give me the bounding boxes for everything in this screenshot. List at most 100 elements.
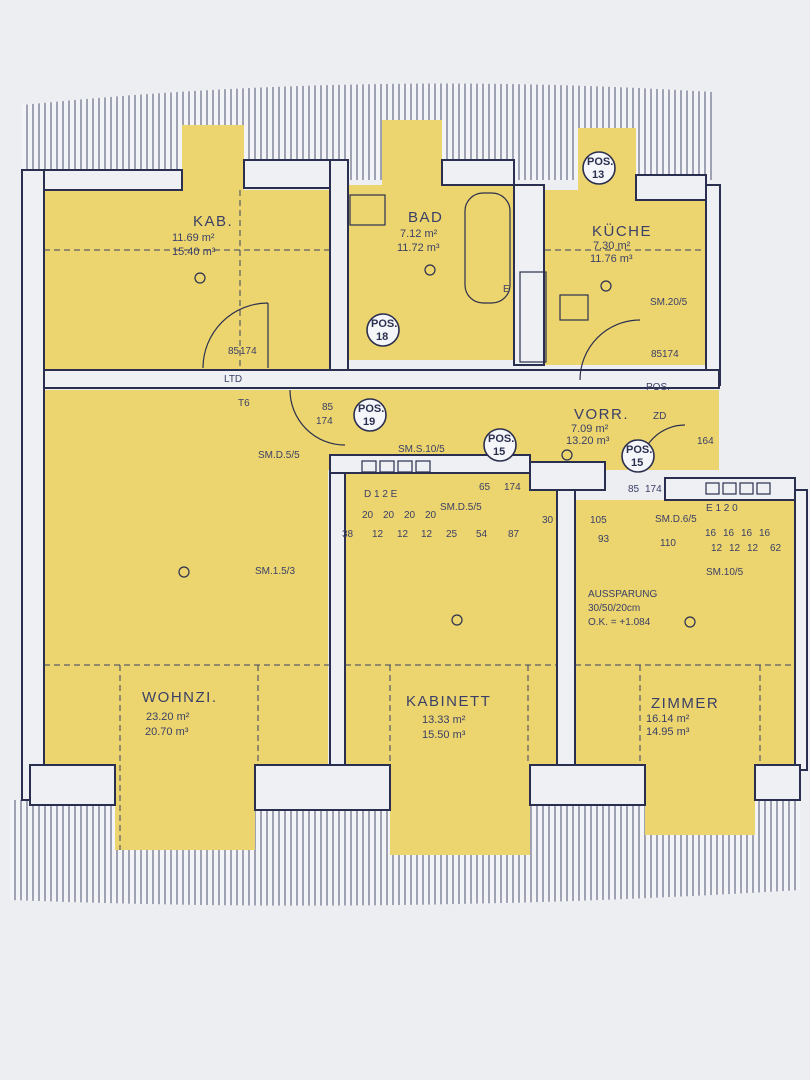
- dim-12: 12: [729, 543, 741, 554]
- dim-16: 16: [759, 528, 771, 539]
- dim-20: 20: [425, 510, 437, 521]
- dim-16: 16: [741, 528, 753, 539]
- room-volume: 13.20 m³: [566, 435, 610, 447]
- annotation-zd: ZD: [653, 411, 666, 422]
- room-label-vorr: VORR. 7.09 m² 13.20 m³: [566, 406, 629, 447]
- annotation-e120: E 1 2 0: [706, 503, 738, 514]
- dim-62: 62: [770, 543, 782, 554]
- room-name: KABINETT: [406, 693, 491, 710]
- bath-fixtures: [349, 192, 589, 363]
- dim-93: 93: [598, 534, 610, 545]
- room-label-zimmer: ZIMMER 16.14 m² 14.95 m³: [646, 695, 718, 738]
- pos-marker-15b: POS. 15: [621, 439, 655, 473]
- annotation-aussparung-dim: 30/50/20cm: [588, 603, 640, 614]
- pos-number: 19: [363, 416, 375, 428]
- dim-12: 12: [397, 529, 409, 540]
- dim-12: 12: [372, 529, 384, 540]
- room-volume: 14.95 m³: [646, 726, 690, 738]
- dim-87: 87: [508, 529, 520, 540]
- dim-105: 105: [590, 515, 607, 526]
- door-swings: [202, 302, 686, 471]
- dim-65: 65: [479, 482, 491, 493]
- dim-25: 25: [446, 529, 458, 540]
- dim-174: 174: [662, 349, 679, 360]
- room-label-bad: BAD 7.12 m² 11.72 m³: [397, 209, 443, 254]
- room-volume: 11.72 m³: [397, 242, 440, 254]
- room-volume: 20.70 m³: [145, 726, 189, 738]
- ceiling-lamps: [178, 264, 696, 628]
- pos-marker-18: POS. 18: [366, 313, 400, 347]
- pos-label: POS.: [371, 318, 397, 330]
- room-volume: 11.76 m³: [590, 253, 633, 265]
- annotation-sm153: SM.1.5/3: [255, 566, 295, 577]
- room-name: KÜCHE: [592, 222, 652, 240]
- dim-12: 12: [747, 543, 759, 554]
- room-label-kueche: KÜCHE 7.30 m² 11.76 m³: [590, 222, 652, 265]
- dim-20: 20: [404, 510, 416, 521]
- room-label-wohnzi: WOHNZI. 23.20 m² 20.70 m³: [142, 689, 218, 738]
- room-label-kabinett: KABINETT 13.33 m² 15.50 m³: [406, 693, 491, 741]
- pos-label: POS.: [587, 156, 613, 168]
- dim-20: 20: [383, 510, 395, 521]
- pos-marker-13: POS. 13: [582, 151, 616, 185]
- room-area: 7.30 m²: [593, 240, 631, 252]
- pos-marker-15a: POS. 15: [483, 428, 517, 462]
- pos-label: POS.: [488, 433, 514, 445]
- walls: [21, 159, 808, 811]
- annotation-pos-small: POS.: [646, 382, 670, 393]
- dim-12: 12: [421, 529, 433, 540]
- pos-label: POS.: [626, 444, 652, 456]
- room-area: 7.12 m²: [400, 228, 438, 240]
- annotation-ok: O.K. = +1.084: [588, 617, 651, 628]
- annotation-ltd: LTD: [224, 374, 242, 385]
- annotation-t6: T6: [238, 398, 250, 409]
- room-volume: 15.50 m³: [422, 729, 466, 741]
- pos-number: 13: [592, 169, 604, 181]
- dim-20: 20: [362, 510, 374, 521]
- room-name: KAB.: [193, 213, 233, 230]
- annotation-sm205: SM.20/5: [650, 297, 688, 308]
- dim-164: 164: [697, 436, 714, 447]
- dim-174: 174: [316, 416, 333, 427]
- dim-85: 85: [322, 402, 334, 413]
- room-area: 13.33 m²: [422, 714, 466, 726]
- annotation-e: E: [503, 284, 510, 295]
- room-area: 23.20 m²: [146, 711, 190, 723]
- dim-174: 174: [240, 346, 257, 357]
- room-name: BAD: [408, 209, 443, 226]
- dim-30: 30: [542, 515, 554, 526]
- room-area: 16.14 m²: [646, 713, 690, 725]
- room-name: WOHNZI.: [142, 689, 218, 706]
- pos-label: POS.: [358, 403, 384, 415]
- annotation-sms105: SM.S.10/5: [398, 444, 445, 455]
- room-name: VORR.: [574, 406, 629, 423]
- dim-16: 16: [705, 528, 717, 539]
- dim-85: 85: [651, 349, 663, 360]
- dim-110: 110: [660, 538, 676, 549]
- pos-marker-19: POS. 19: [353, 398, 387, 432]
- annotation-smd55b: SM.D.5/5: [440, 502, 482, 513]
- annotations: SM.D.5/5 SM.S.10/5 SM.D.5/5 SM.1.5/3 SM.…: [224, 284, 744, 628]
- annotation-smd615: SM.D.6/5: [655, 514, 697, 525]
- pos-number: 15: [631, 457, 643, 469]
- dim-54: 54: [476, 529, 488, 540]
- chimney-flues: [361, 460, 771, 495]
- annotation-smd55: SM.D.5/5: [258, 450, 300, 461]
- dimensions: 85 174 85 174 65 174 85 174 85 174 38 12…: [228, 346, 782, 554]
- pos-number: 15: [493, 446, 505, 458]
- dim-85: 85: [628, 484, 640, 495]
- room-label-kab: KAB. 11.69 m² 15.40 m³: [172, 213, 233, 258]
- dim-174: 174: [645, 484, 662, 495]
- room-volume: 15.40 m³: [172, 246, 216, 258]
- dim-85: 85: [228, 346, 240, 357]
- annotation-d12e: D 1 2 E: [364, 489, 398, 500]
- dim-174: 174: [504, 482, 521, 493]
- room-area: 7.09 m²: [571, 423, 609, 435]
- pos-number: 18: [376, 331, 388, 343]
- room-area: 11.69 m²: [172, 232, 215, 244]
- annotation-aussparung: AUSSPARUNG: [588, 589, 657, 600]
- dim-12: 12: [711, 543, 723, 554]
- dim-38: 38: [342, 529, 354, 540]
- slope-lines: [44, 190, 795, 850]
